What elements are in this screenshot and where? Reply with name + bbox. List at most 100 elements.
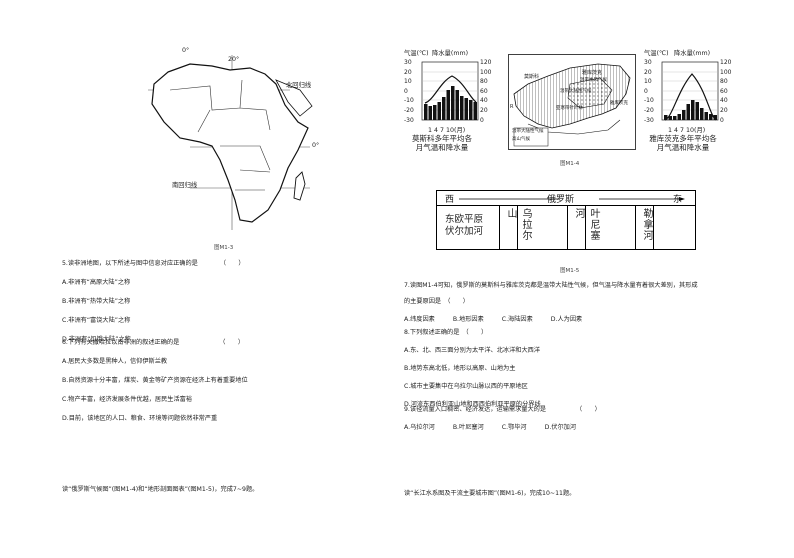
- option: D.目前，该地区的人口、粮食、环境等问题依然非常严重: [62, 415, 218, 422]
- question-stem: 6.下列有关撒哈拉以南非洲的叙述正确的是: [62, 339, 180, 346]
- option: A.非洲有“高原大陆”之称: [62, 279, 131, 286]
- west-label: 西: [445, 195, 455, 205]
- option: B.地势东高北低，地形以高原、山地为主: [404, 365, 516, 372]
- question-5: 5.读非洲地图，以下所述与图中信息对应正确的是 （ ） A.非洲有“高原大陆”之称…: [62, 258, 245, 343]
- option: D.河流东西伯利亚山地和西西伯利亚平原的分界线: [404, 401, 541, 408]
- climate-left-temp-label: 气温(℃): [404, 50, 429, 57]
- profile-header: 西 俄罗斯 东: [437, 191, 695, 206]
- tick: 10: [644, 78, 652, 86]
- tick: 20: [404, 68, 412, 76]
- climate-right-temp-label: 气温(℃): [644, 50, 669, 57]
- option: C.物产丰富，经济发展条件优越，居民生活富裕: [62, 396, 193, 403]
- left-bottom-note: 读“俄罗斯气候图”(图M1-4)和“地形剖面图表”(图M1-5)，完成7~9题。: [62, 486, 259, 493]
- climate-right-temp-ticks: 30 20 10 0 -10 -20 -30: [644, 58, 654, 125]
- africa-map: [140, 50, 330, 240]
- tick: 0: [404, 87, 408, 95]
- answer-bracket: （ ）: [576, 406, 601, 413]
- map-label-taiga: 亚寒带针叶林: [556, 106, 583, 111]
- map-label-continental-2: 温带大陆性气候: [512, 129, 544, 134]
- climate-left-months: 1 4 7 10(月): [428, 127, 466, 134]
- question-stem: 7.读图M1-4可知，俄罗斯的莫斯科与雅库茨克都是温带大陆性气候，但气温与降水量…: [404, 282, 698, 289]
- tick: 0: [480, 116, 484, 124]
- option: A.乌拉尔河: [404, 424, 435, 431]
- question-stem: 5.读非洲地图，以下所述与图中信息对应正确的是: [62, 260, 198, 267]
- east-label: 东: [673, 195, 683, 205]
- climate-right-months: 1 4 7 10(月): [668, 127, 706, 134]
- climate-left-title: 莫斯科多年平均各月气温和降水量: [412, 134, 472, 152]
- map-label-r: R: [510, 104, 514, 110]
- climate-left-temp-ticks: 30 20 10 0 -10 -20 -30: [404, 58, 414, 125]
- tick: 10: [404, 78, 412, 86]
- tick: -10: [404, 97, 414, 105]
- tick: 100: [720, 68, 732, 76]
- option: B.非洲有“热带大陆”之称: [62, 298, 131, 305]
- tick: -10: [644, 97, 654, 105]
- volga-label: 伏尔加河: [445, 226, 484, 237]
- climate-right-prec-label: 降水量(mm): [674, 50, 711, 57]
- figure-caption: 图M1-3: [214, 245, 234, 251]
- tick: -20: [404, 106, 414, 114]
- option: A.东、北、西三面分别为太平洋、北冰洋和大西洋: [404, 347, 541, 354]
- option: B.叶尼塞河: [452, 424, 484, 431]
- option: B.自然资源十分丰富，煤炭、黄金等矿产资源在经济上有着重要地位: [62, 377, 248, 384]
- tick: 80: [720, 78, 728, 86]
- tropic-of-capricorn-label: 南回归线: [172, 182, 198, 189]
- option: B.地形因素: [452, 316, 484, 323]
- figure-caption: 图M1-5: [560, 268, 580, 274]
- tick: 20: [480, 106, 488, 114]
- option: A.纬度因素: [404, 316, 435, 323]
- lon-label-0-top: 0°: [182, 47, 190, 54]
- tick: -30: [644, 116, 654, 124]
- map-label-monsoon: 温带季风气候: [580, 78, 607, 83]
- tick: 80: [480, 78, 488, 86]
- profile-arrow: [459, 197, 685, 201]
- option: A.居民大多数是黑种人，信仰伊斯兰教: [62, 358, 168, 365]
- tick: -30: [404, 116, 414, 124]
- lena-label: 勒拿河: [641, 208, 652, 241]
- figure-caption: 图M1-4: [560, 161, 580, 167]
- tick: 40: [480, 97, 488, 105]
- lon-label-20: 20°: [228, 56, 240, 63]
- ural-label: 乌拉尔山: [505, 208, 531, 241]
- option: D.人为因素: [550, 316, 583, 323]
- climate-chart-moscow: [406, 60, 494, 128]
- russia-profile-table: 西 俄罗斯 东 东欧平原 伏尔加河 乌拉尔山 叶尼塞河 勒拿河: [436, 190, 696, 250]
- tick: 120: [480, 59, 492, 66]
- question-8: 8.下列叙述正确的是 （ ） A.东、北、西三面分别为太平洋、北冰洋和大西洋 B…: [404, 327, 541, 408]
- climate-chart-yakutsk: [646, 60, 734, 128]
- option: D.伏尔加河: [544, 424, 577, 431]
- tick: 120: [720, 59, 732, 66]
- question-6: 6.下列有关撒哈拉以南非洲的叙述正确的是（ ） A.居民大多数是黑种人，信仰伊斯…: [62, 337, 248, 422]
- option: C.海陆因素: [501, 316, 533, 323]
- option: C.城市主要集中在乌拉尔山脉以西的平原地区: [404, 383, 528, 390]
- tick: 30: [404, 59, 412, 66]
- map-label-continental: 温带大陆性气候: [560, 89, 592, 94]
- question-9: 9.该径流量入口稠密、经济发达，运输需求量大的是 （ ） A.乌拉尔河 B.叶尼塞…: [404, 404, 601, 431]
- question-stem: 9.该径流量入口稠密、经济发达，运输需求量大的是: [404, 406, 547, 413]
- right-bottom-note: 读“长江水系图及干流主要城市图”(图M1-6)，完成10~11题。: [404, 490, 576, 497]
- tropic-of-cancer-label: 北回归线: [286, 82, 312, 89]
- map-label-highland: 高山气候: [512, 137, 530, 142]
- map-label-moscow: 莫斯科: [524, 74, 540, 80]
- map-label-yakutsk-2: 雅库茨克: [610, 101, 628, 106]
- tick: 0: [720, 116, 724, 124]
- tick: 60: [720, 87, 728, 95]
- answer-bracket: （ ）: [219, 260, 245, 267]
- equator-label: 0°: [312, 142, 320, 149]
- option: D.非洲有“饥饿大陆”之称: [62, 336, 131, 343]
- tick: 60: [480, 87, 488, 95]
- climate-left-prec-label: 降水量(mm): [432, 50, 469, 57]
- question-stem: 8.下列叙述正确的是 （ ）: [404, 329, 488, 336]
- plain-label: 东欧平原: [445, 214, 484, 225]
- map-label-yakutsk: 雅库茨克: [582, 70, 603, 76]
- climate-right-prec-ticks: 120 100 80 60 40 20 0: [720, 58, 731, 125]
- tick: 100: [480, 68, 492, 76]
- tick: 30: [644, 59, 652, 66]
- option: C.非洲有“富饶大陆”之称: [62, 317, 131, 324]
- tick: 40: [720, 97, 728, 105]
- tick: 20: [720, 106, 728, 114]
- profile-cell-plain: 东欧平原 伏尔加河: [445, 214, 483, 238]
- climate-left-prec-ticks: 120 100 80 60 40 20 0: [480, 58, 491, 125]
- climate-right-title: 雅库茨克多年平均各月气温和降水量: [649, 134, 717, 152]
- russia-climate-map: [508, 54, 636, 150]
